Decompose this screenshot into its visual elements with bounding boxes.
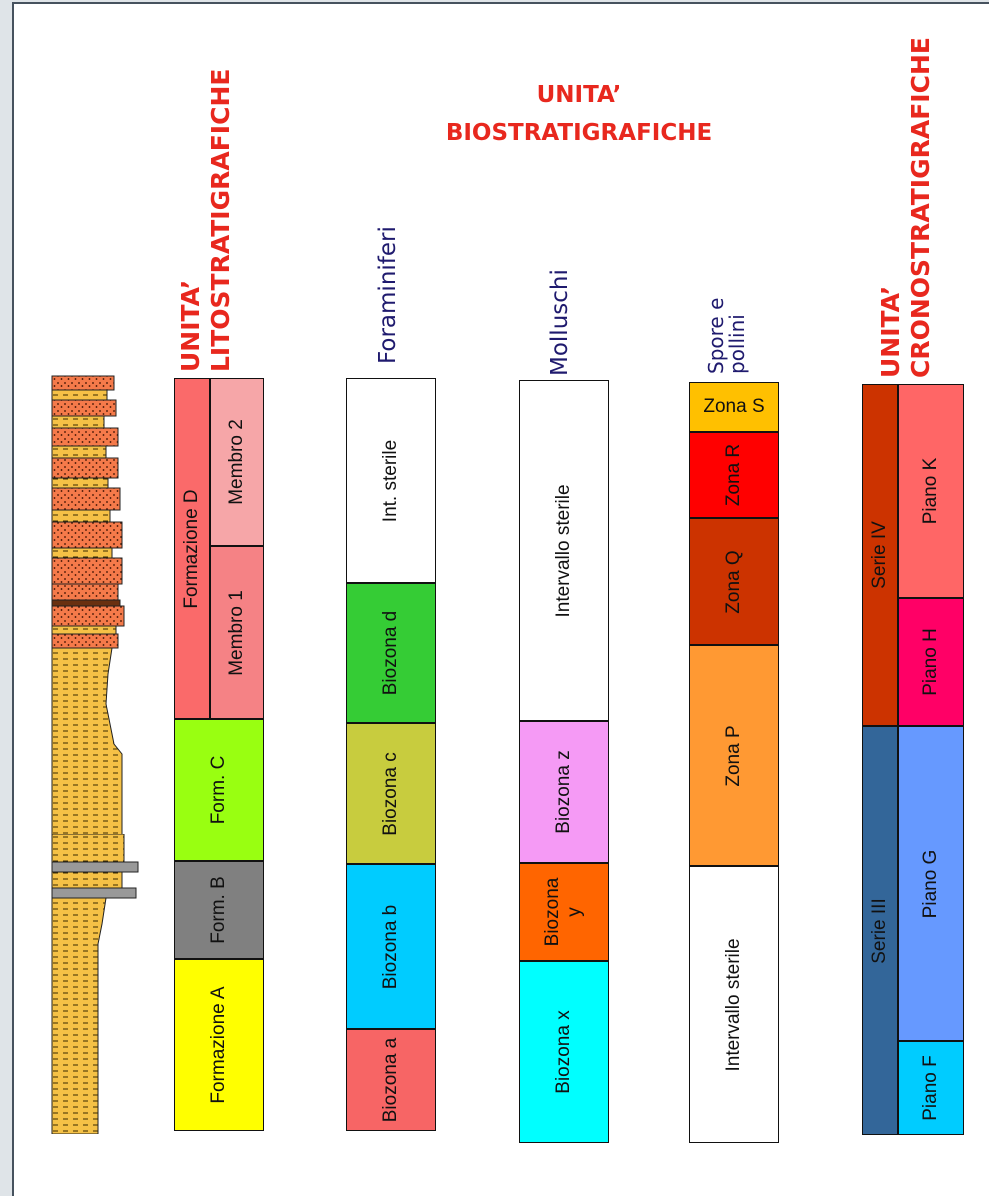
fora-biozona-c: Biozona c: [346, 723, 436, 864]
lito-membro-1-label: Membro 1: [226, 589, 247, 676]
lito-form-c-label: Form. C: [208, 755, 229, 825]
lito-membro-1: Membro 1: [210, 546, 264, 719]
fora-biozona-c-label: Biozona c: [380, 751, 401, 836]
crono-piano-h-label: Piano H: [920, 628, 941, 696]
spore-zona-s: Zona S: [689, 382, 779, 432]
spore-zona-r: Zona R: [689, 432, 779, 518]
spore-heading-line2: pollini: [725, 314, 749, 374]
fora-biozona-a-label: Biozona a: [380, 1037, 401, 1123]
bio-title-line1: UNITA’: [536, 82, 622, 108]
spore-intervallo-sterile: Intervallo sterile: [689, 866, 779, 1143]
fora-biozona-d-label: Biozona d: [380, 610, 401, 696]
lithologic-column-lower: [51, 834, 139, 1134]
slide: UNITA’ BIOSTRATIGRAFICHE: [12, 2, 989, 1196]
moll-biozona-x-label: Biozona x: [553, 1010, 574, 1094]
crono-heading-line1: UNITA’: [876, 285, 905, 378]
spore-zona-p-label: Zona P: [723, 724, 744, 787]
crono-serie-iv: Serie IV: [862, 384, 898, 726]
lito-membro-2: Membro 2: [210, 378, 264, 546]
crono-heading: UNITA’ CRONOSTRATIGRAFICHE: [876, 37, 936, 378]
crono-serie-iv-label: Serie IV: [869, 521, 890, 589]
moll-biozona-z: Biozona z: [519, 721, 609, 863]
lito-form-b: Form. B: [174, 861, 264, 959]
moll-biozona-y-line2: y: [564, 907, 585, 917]
crono-piano-k-label: Piano K: [920, 457, 941, 525]
fora-biozona-a: Biozona a: [346, 1029, 436, 1131]
spore-heading: Spore e pollini: [704, 297, 749, 374]
lithologic-column-drawing: [51, 375, 125, 834]
molluschi-heading: Molluschi: [547, 269, 573, 376]
moll-biozona-x: Biozona x: [519, 961, 609, 1143]
fora-int-sterile-label: Int. sterile: [380, 439, 401, 522]
moll-biozona-y: Biozona y: [519, 863, 609, 961]
crono-piano-g: Piano G: [898, 726, 964, 1041]
moll-intervallo-sterile: Intervallo sterile: [519, 380, 609, 721]
upper-beds: [51, 375, 125, 649]
lito-formazione-d: Formazione D: [174, 378, 210, 719]
spore-zona-q: Zona Q: [689, 518, 779, 645]
fora-biozona-b-label: Biozona b: [380, 904, 401, 989]
fora-int-sterile: Int. sterile: [346, 378, 436, 583]
spore-zona-p: Zona P: [689, 645, 779, 866]
lito-formazione-d-label: Formazione D: [181, 488, 202, 609]
clay-bed-form-c: [51, 647, 123, 834]
lito-formazione-a: Formazione A: [174, 959, 264, 1131]
lito-heading-line1: UNITA’: [176, 279, 205, 372]
moll-intervallo-sterile-label: Intervallo sterile: [553, 483, 574, 618]
lito-formazione-a-label: Formazione A: [208, 986, 229, 1104]
lito-form-c: Form. C: [174, 719, 264, 861]
fora-biozona-b: Biozona b: [346, 864, 436, 1029]
lito-membro-2-label: Membro 2: [226, 419, 247, 505]
moll-biozona-z-label: Biozona z: [553, 750, 574, 834]
crono-serie-iii: Serie III: [862, 726, 898, 1135]
spore-heading-line1: Spore e: [704, 297, 728, 374]
lito-heading-line2: LITOSTRATIGRAFICHE: [206, 68, 235, 372]
crono-piano-h: Piano H: [898, 598, 964, 726]
spore-zona-r-label: Zona R: [723, 443, 744, 507]
crono-piano-k: Piano K: [898, 384, 964, 598]
crono-piano-f: Piano F: [898, 1041, 964, 1135]
biostratigraphic-title: UNITA’ BIOSTRATIGRAFICHE: [369, 76, 789, 152]
crono-heading-line2: CRONOSTRATIGRAFICHE: [906, 37, 935, 378]
spore-zona-s-label: Zona S: [703, 396, 765, 417]
lito-form-b-label: Form. B: [208, 876, 229, 944]
crono-piano-g-label: Piano G: [920, 849, 941, 918]
crono-serie-iii-label: Serie III: [869, 897, 890, 964]
spore-intervallo-sterile-label: Intervallo sterile: [723, 937, 744, 1072]
moll-biozona-y-label: Biozona y: [542, 878, 586, 947]
bio-title-line2: BIOSTRATIGRAFICHE: [445, 120, 713, 146]
crono-piano-f-label: Piano F: [920, 1055, 941, 1121]
fora-biozona-d: Biozona d: [346, 583, 436, 723]
moll-biozona-y-line1: Biozona: [542, 877, 563, 947]
lito-heading: UNITA’ LITOSTRATIGRAFICHE: [176, 69, 236, 372]
foraminiferi-heading: Foraminiferi: [375, 226, 401, 364]
spore-zona-q-label: Zona Q: [723, 549, 744, 614]
